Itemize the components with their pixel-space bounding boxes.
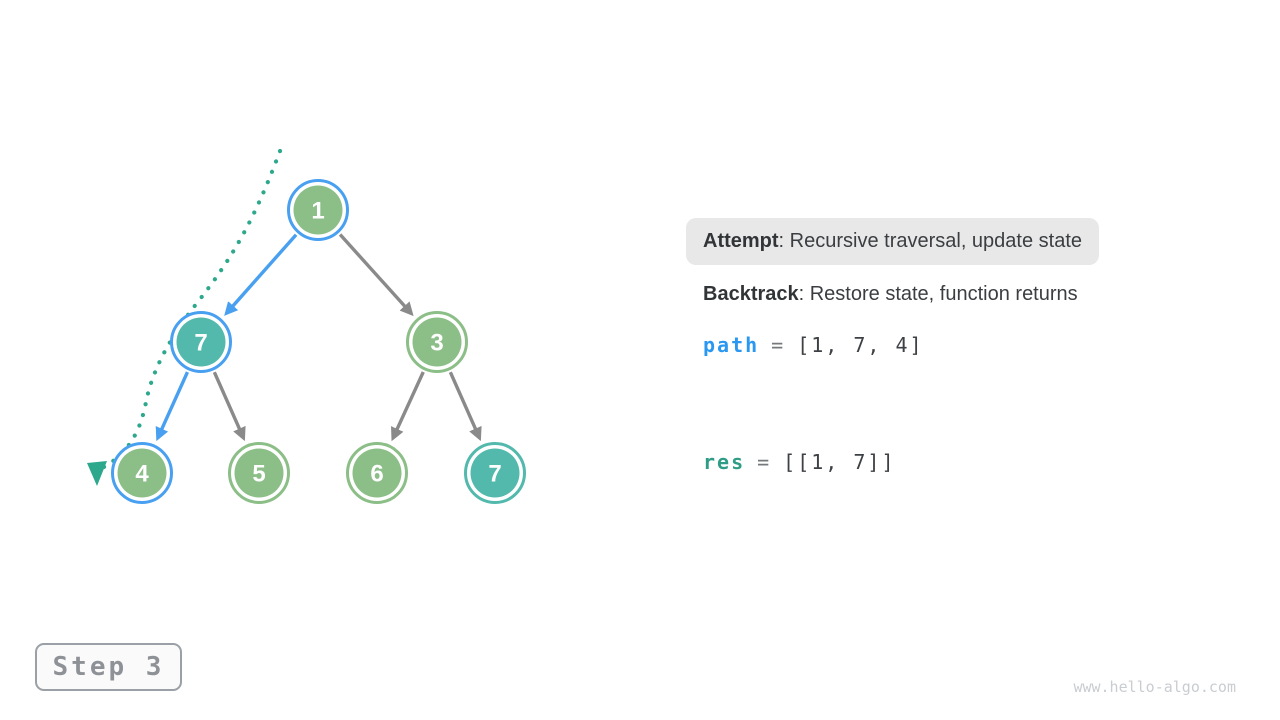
res-variable: res xyxy=(703,450,746,474)
tree-edges xyxy=(155,233,482,442)
tree-node-fill xyxy=(176,317,226,367)
attempt-text: : Recursive traversal, update state xyxy=(778,230,1083,252)
tree-node: 4 xyxy=(111,442,173,504)
tree-edge xyxy=(212,371,246,442)
backtrack-text: : Restore state, function returns xyxy=(798,282,1078,305)
step-badge: Step 3 xyxy=(35,643,182,691)
tree-node: 7 xyxy=(170,311,232,373)
backtrack-label: Backtrack xyxy=(703,282,799,305)
backtrack-legend: Backtrack: Restore state, function retur… xyxy=(703,282,1078,306)
traversal-trace-arrowhead-icon xyxy=(87,461,107,486)
tree-node-label: 7 xyxy=(488,460,501,487)
tree-node-fill xyxy=(234,448,284,498)
tree-node-label: 3 xyxy=(430,329,443,356)
res-state-line: res = [[1, 7]] xyxy=(703,450,896,474)
tree-node: 1 xyxy=(287,179,349,241)
tree-node-label: 1 xyxy=(311,197,324,224)
tree-edge xyxy=(224,233,298,316)
tree-node-fill xyxy=(352,448,402,498)
attempt-legend: Attempt: Recursive traversal, update sta… xyxy=(686,218,1100,265)
tree-node-label: 5 xyxy=(252,460,265,487)
tree-edge xyxy=(155,371,189,442)
tree-edge xyxy=(391,371,425,442)
tree-node: 5 xyxy=(228,442,290,504)
tree-node-label: 6 xyxy=(370,460,383,487)
tree-edge xyxy=(338,233,414,317)
tree-node: 7 xyxy=(464,442,526,504)
tree-node: 6 xyxy=(346,442,408,504)
path-value: [1, 7, 4] xyxy=(797,333,924,357)
tree-edge xyxy=(448,371,482,442)
tree-node-label: 7 xyxy=(194,329,207,356)
tree-node-fill xyxy=(117,448,167,498)
res-value: [[1, 7]] xyxy=(783,450,896,474)
tree-nodes: 1 7 3 4 5 6 7 xyxy=(111,179,526,504)
attempt-label: Attempt xyxy=(703,230,779,252)
step-label: Step 3 xyxy=(52,652,165,682)
path-state-line: path = [1, 7, 4] xyxy=(703,333,924,357)
tree-node-fill xyxy=(293,185,343,235)
watermark: www.hello-algo.com xyxy=(1073,678,1236,696)
tree-node-label: 4 xyxy=(135,460,149,487)
equals-sign: = xyxy=(757,450,772,474)
tree-node: 3 xyxy=(406,311,468,373)
path-variable: path xyxy=(703,333,760,357)
tree-node-fill xyxy=(412,317,462,367)
traversal-trace-dotted-curve xyxy=(95,148,283,473)
tree-node-fill xyxy=(470,448,520,498)
equals-sign: = xyxy=(771,333,786,357)
